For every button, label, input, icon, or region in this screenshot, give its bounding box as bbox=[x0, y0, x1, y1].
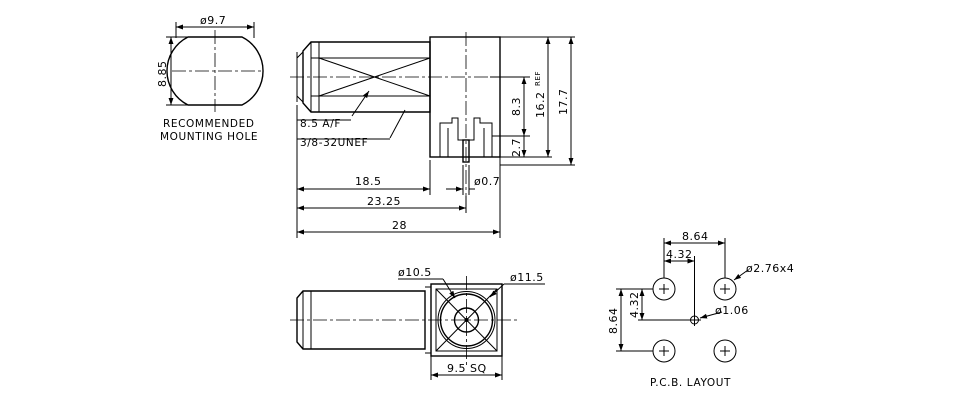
dim-2-7: 2.7 bbox=[510, 138, 523, 157]
pcb-layout-caption: P.C.B. LAYOUT bbox=[650, 377, 731, 389]
pcb-hole-small-label: ø1.06 bbox=[715, 304, 749, 317]
pcb-dim-4-32-h: 4.32 bbox=[666, 248, 693, 261]
dim-23-25: 23.25 bbox=[367, 195, 401, 208]
mounting-hole-view: ø9.7 8.85 RECOMMENDED MOUNTING HOLE bbox=[156, 14, 264, 143]
dim-28: 28 bbox=[392, 219, 407, 232]
side-thread-note: 3/8-32UNEF bbox=[300, 137, 368, 149]
dim-pin-diameter: ø0.7 bbox=[474, 175, 500, 188]
dim-10-5: ø10.5 bbox=[398, 266, 432, 279]
dim-8-3: 8.3 bbox=[510, 97, 523, 116]
pcb-dim-8-64-v: 8.64 bbox=[607, 308, 620, 335]
mounting-hole-flat-label: 8.85 bbox=[156, 61, 169, 88]
side-af-note: 8.5 A/F bbox=[300, 118, 341, 130]
side-view: 8.5 A/F 3/8-32UNEF 8.3 2.7 16.2 REF 17.7… bbox=[290, 32, 575, 238]
dim-18-5: 18.5 bbox=[355, 175, 382, 188]
dim-17-7: 17.7 bbox=[557, 89, 570, 116]
dim-9-5-sq: 9.5 SQ bbox=[447, 362, 487, 375]
mounting-hole-diameter-label: ø9.7 bbox=[200, 14, 226, 27]
mounting-hole-caption-1: RECOMMENDED bbox=[163, 118, 255, 130]
pcb-dim-8-64-h: 8.64 bbox=[682, 230, 709, 243]
dim-16-2: 16.2 bbox=[534, 92, 547, 119]
pcb-dim-4-32-v: 4.32 bbox=[628, 292, 641, 319]
dim-16-2-ref: REF bbox=[534, 71, 542, 86]
top-view: ø10.5 ø11.5 9.5 SQ bbox=[290, 266, 545, 380]
mounting-hole-caption-2: MOUNTING HOLE bbox=[160, 131, 258, 143]
dim-11-5: ø11.5 bbox=[510, 271, 544, 284]
pcb-layout: 8.64 4.32 8.64 4.32 ø2.76x4 ø1.06 P.C.B.… bbox=[607, 230, 794, 389]
pcb-hole-bottom-right bbox=[713, 339, 737, 363]
pcb-hole-large-label: ø2.76x4 bbox=[746, 262, 794, 275]
